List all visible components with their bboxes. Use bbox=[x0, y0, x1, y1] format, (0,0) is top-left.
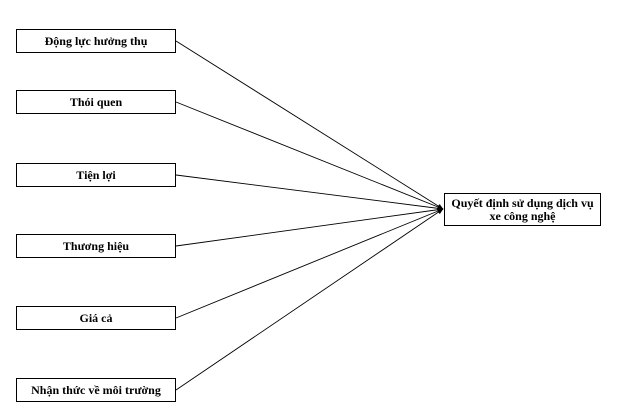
factor-box-gia-ca: Giá cả bbox=[16, 306, 176, 330]
factor-label: Thương hiệu bbox=[62, 238, 130, 253]
factor-box-dong-luc-huong-thu: Động lực hưởng thụ bbox=[16, 29, 176, 53]
factor-label: Động lực hưởng thụ bbox=[44, 33, 148, 48]
factor-label: Nhận thức về môi trường bbox=[31, 382, 161, 397]
arrow-dong-luc-huong-thu-to-outcome bbox=[175, 40, 444, 210]
factor-label: Giá cả bbox=[79, 310, 113, 325]
arrow-thoi-quen-to-outcome bbox=[175, 101, 444, 210]
factor-box-thoi-quen: Thói quen bbox=[16, 90, 176, 114]
factor-box-tien-loi: Tiện lợi bbox=[16, 163, 176, 187]
arrow-gia-ca-to-outcome bbox=[175, 208, 444, 319]
arrow-thuong-hieu-to-outcome bbox=[175, 207, 444, 247]
factor-label: Thói quen bbox=[69, 94, 123, 109]
factor-label: Tiện lợi bbox=[76, 167, 116, 182]
arrow-tien-loi-to-outcome bbox=[175, 174, 444, 211]
factor-box-thuong-hieu: Thương hiệu bbox=[16, 234, 176, 258]
outcome-label: Quyết định sử dụng dịch vụ xe công nghệ bbox=[451, 195, 594, 223]
factor-box-nhan-thuc-ve-moi-truong: Nhận thức về môi trường bbox=[16, 378, 176, 402]
arrow-nhan-thuc-ve-moi-truong-to-outcome bbox=[175, 208, 444, 391]
outcome-box: Quyết định sử dụng dịch vụ xe công nghệ bbox=[444, 193, 601, 226]
